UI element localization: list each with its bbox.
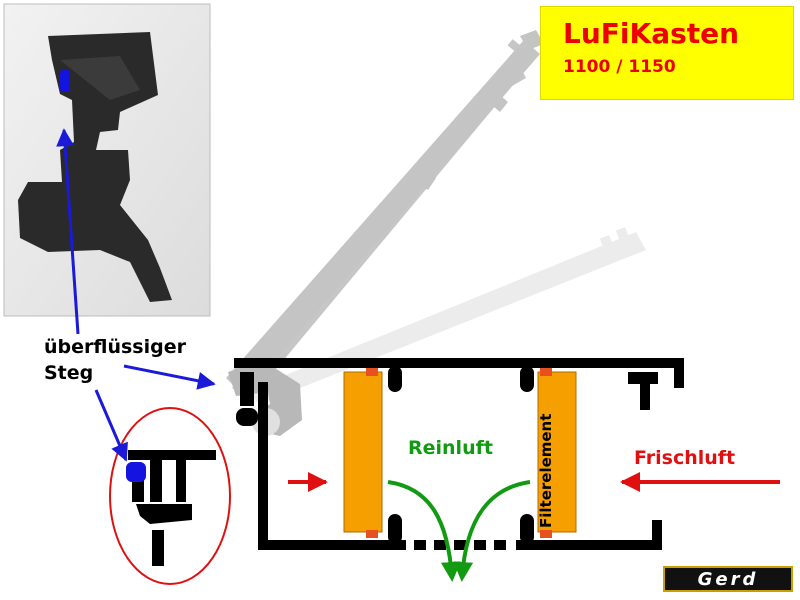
title-main: LuFiKasten (563, 17, 740, 50)
logo-text: Gerd (697, 568, 759, 590)
label-steg: überflüssiger Steg (44, 334, 186, 386)
label-frischluft: Frischluft (634, 447, 736, 469)
detail-circle (109, 407, 231, 585)
clean-air-arrow-right (453, 480, 531, 582)
clean-air-arrow-left (387, 480, 461, 582)
label-steg-line2: Steg (44, 362, 94, 384)
label-reinluft: Reinluft (408, 437, 493, 459)
blue-marker-detail (126, 462, 146, 482)
pointer-arrow-lid (123, 364, 216, 390)
pointer-arrow-photo (56, 128, 80, 335)
filter-box (234, 358, 684, 550)
part-photo (3, 3, 211, 317)
label-filterelement: Filterelement (537, 413, 555, 528)
blue-marker-photo (60, 70, 70, 92)
title-box: LuFiKasten 1100 / 1150 (540, 6, 794, 100)
filter-element-left (343, 368, 383, 538)
lid-open-wide (226, 30, 544, 436)
filter-element-right (537, 368, 577, 538)
pointer-arrow-detail (94, 389, 128, 462)
title-sub: 1100 / 1150 (563, 57, 676, 77)
gerd-logo: Gerd (663, 566, 793, 592)
label-steg-line1: überflüssiger (44, 336, 186, 358)
